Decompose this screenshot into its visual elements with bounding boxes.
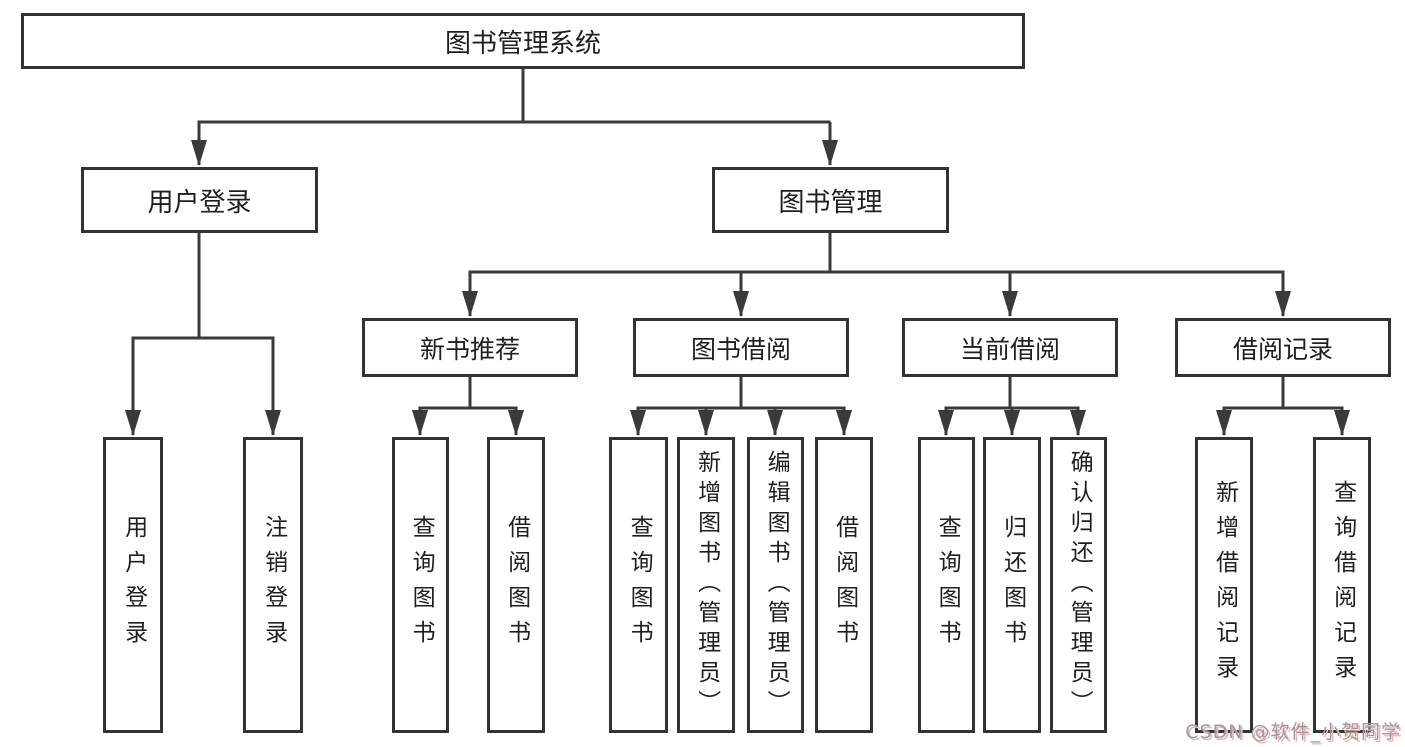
leaf-logout: 注销登录 [243, 437, 303, 733]
node-root-label: 图书管理系统 [444, 28, 601, 59]
leaf-query-books-borrow-label: 查询图书 [626, 515, 653, 655]
node-book-management-label: 图书管理 [778, 187, 883, 218]
node-current-borrow-label: 当前借阅 [959, 334, 1060, 364]
csdn-watermark: CSDN @软件_小贺同学 [1185, 721, 1401, 743]
leaf-logout-label: 注销登录 [260, 515, 287, 655]
node-new-book-recommend: 新书推荐 [362, 318, 578, 377]
leaf-query-books-recommend: 查询图书 [392, 437, 449, 733]
node-book-management: 图书管理 [712, 167, 949, 233]
leaf-add-book-admin-label: 新增图书（管理员） [693, 450, 720, 720]
connector-borrow-records-children [1216, 377, 1350, 436]
leaf-query-borrow-record-label: 查询借阅记录 [1329, 480, 1356, 690]
connector-new-book-children [412, 377, 524, 436]
leaf-query-books-current: 查询图书 [918, 437, 975, 733]
leaf-borrow-books: 借阅图书 [815, 437, 873, 733]
leaf-query-borrow-record: 查询借阅记录 [1313, 437, 1371, 733]
leaf-borrow-books-recommend: 借阅图书 [487, 437, 545, 733]
leaf-add-borrow-record-label: 新增借阅记录 [1211, 480, 1238, 690]
node-book-borrow-label: 图书借阅 [690, 334, 791, 364]
node-root: 图书管理系统 [21, 13, 1025, 69]
leaf-user-login: 用户登录 [103, 437, 163, 733]
node-book-borrow: 图书借阅 [633, 318, 849, 377]
leaf-return-books: 归还图书 [983, 437, 1041, 733]
leaf-edit-book-admin-label: 编辑图书（管理员） [763, 450, 790, 720]
leaf-query-books-current-label: 查询图书 [934, 515, 961, 655]
leaf-add-book-admin: 新增图书（管理员） [677, 437, 735, 733]
connector-current-borrow-children [938, 377, 1086, 436]
node-user-login: 用户登录 [81, 167, 318, 233]
leaf-user-login-label: 用户登录 [120, 515, 147, 655]
leaf-query-books-recommend-label: 查询图书 [408, 515, 435, 655]
leaf-edit-book-admin: 编辑图书（管理员） [747, 437, 804, 733]
leaf-add-borrow-record: 新增借阅记录 [1195, 437, 1253, 733]
leaf-confirm-return-admin: 确认归还（管理员） [1050, 437, 1107, 733]
connector-root-to-level2 [191, 69, 838, 166]
leaf-return-books-label: 归还图书 [999, 515, 1026, 655]
leaf-borrow-books-label: 借阅图书 [831, 515, 858, 655]
leaf-borrow-books-recommend-label: 借阅图书 [503, 515, 530, 655]
connector-book-borrow-children [630, 377, 852, 436]
node-user-login-label: 用户登录 [147, 187, 252, 218]
leaf-confirm-return-admin-label: 确认归还（管理员） [1066, 450, 1093, 720]
node-current-borrow: 当前借阅 [902, 318, 1118, 377]
node-borrow-records: 借阅记录 [1175, 318, 1391, 377]
leaf-query-books-borrow: 查询图书 [609, 437, 668, 733]
node-borrow-records-label: 借阅记录 [1232, 334, 1333, 364]
connector-book-management-children [462, 233, 1291, 317]
node-new-book-recommend-label: 新书推荐 [419, 334, 520, 364]
connector-user-login-children [125, 233, 281, 436]
